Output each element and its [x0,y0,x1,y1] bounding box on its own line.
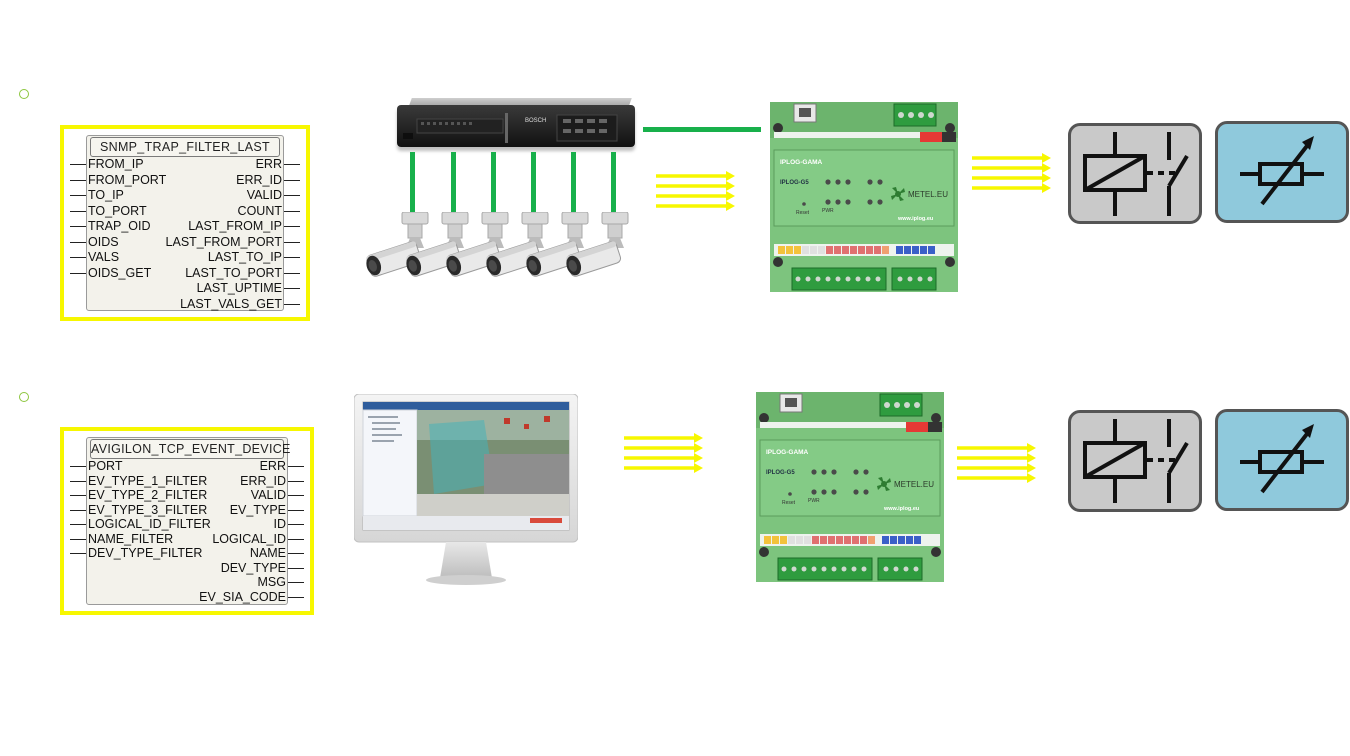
camera-icon [446,212,509,277]
svg-text:PWR: PWR [822,208,834,214]
output-pin: ERR_ID [240,473,304,488]
svg-text:IPLOG-G5: IPLOG-G5 [766,470,795,476]
nvr-brand: BOSCH [525,118,547,124]
output-pin: COUNT [237,203,301,218]
camera-icon [406,212,469,277]
camera-icon [566,212,629,277]
connector-line [491,152,496,212]
output-pin: LAST_UPTIME [196,281,301,295]
input-pin: FROM_PORT [69,172,167,187]
camera-icon [366,212,429,277]
svg-text:www.iplog.eu: www.iplog.eu [897,216,933,222]
input-pin: FROM_IP [70,157,144,171]
svg-text:PWR: PWR [808,498,820,504]
connector-line [451,152,456,212]
svg-text:METEL.EU: METEL.EU [894,480,934,489]
input-pin: DEV_TYPE_FILTER [69,546,203,560]
arrow-right-icon [957,443,1036,483]
svg-text:Reset: Reset [782,500,796,506]
svg-text:METEL.EU: METEL.EU [908,190,948,199]
svg-text:IPLOG-GAMA: IPLOG-GAMA [766,449,809,456]
input-pin: PORT [70,459,123,473]
input-pin: VALS [69,250,120,264]
thermistor-icon [1215,121,1349,223]
output-pin: ERR_ID [236,172,300,187]
input-pin: TO_PORT [70,203,147,218]
monitor-icon [353,393,579,590]
output-pin: VALID [250,488,305,502]
arrow-right-icon [624,433,703,473]
output-pin: ID [273,517,303,531]
output-pin: EV_TYPE [229,502,305,517]
input-pin: TO_IP [70,188,124,202]
output-pin: ERR [259,459,305,473]
block-title: SNMP_TRAP_FILTER_LAST [90,137,280,157]
input-pin: LOGICAL_ID_FILTER [70,517,211,531]
input-pin: EV_TYPE_1_FILTER [69,473,208,488]
input-pin: TRAP_OID [70,219,151,233]
connector-line [611,152,616,212]
connector-line [571,152,576,212]
camera-icon [526,212,589,277]
relay-icon [1068,410,1202,512]
svg-text:Reset: Reset [796,210,810,216]
connector-line [410,152,415,212]
input-pin: OIDS [70,234,119,249]
output-pin: LAST_FROM_PORT [165,234,301,249]
connector-line [531,152,536,212]
svg-text:IPLOG-G5: IPLOG-G5 [780,180,809,186]
output-pin: VALID [246,188,301,202]
relay-icon [1068,123,1202,224]
block-body [86,135,284,311]
output-pin: ERR [255,157,301,171]
input-pin: NAME_FILTER [69,531,174,546]
svg-text:IPLOG-GAMA: IPLOG-GAMA [780,159,823,166]
thermistor-icon [1215,409,1349,511]
svg-text:www.iplog.eu: www.iplog.eu [883,506,919,512]
input-pin: EV_TYPE_2_FILTER [69,488,208,502]
output-pin: LOGICAL_ID [212,531,304,546]
arrow-right-icon [656,171,735,211]
output-pin: NAME [249,546,305,560]
arrow-right-icon [972,153,1051,193]
output-pin: MSG [257,575,305,589]
input-pin: EV_TYPE_3_FILTER [69,502,208,517]
bullet-circle-icon [19,392,29,402]
block-body [86,437,288,605]
output-pin: LAST_VALS_GET [180,296,300,311]
output-pin: LAST_FROM_IP [188,219,300,233]
connector-line [643,127,761,132]
camera-icon [486,212,549,277]
output-pin: LAST_TO_IP [207,250,301,264]
nvr-icon [397,105,635,147]
input-pin: OIDS_GET [69,265,152,280]
bullet-circle-icon [19,89,29,99]
block-title: AVIGILON_TCP_EVENT_DEVICE [90,439,290,459]
output-pin: LAST_TO_PORT [185,265,300,280]
output-pin: DEV_TYPE [220,560,305,575]
output-pin: EV_SIA_CODE [199,589,304,604]
